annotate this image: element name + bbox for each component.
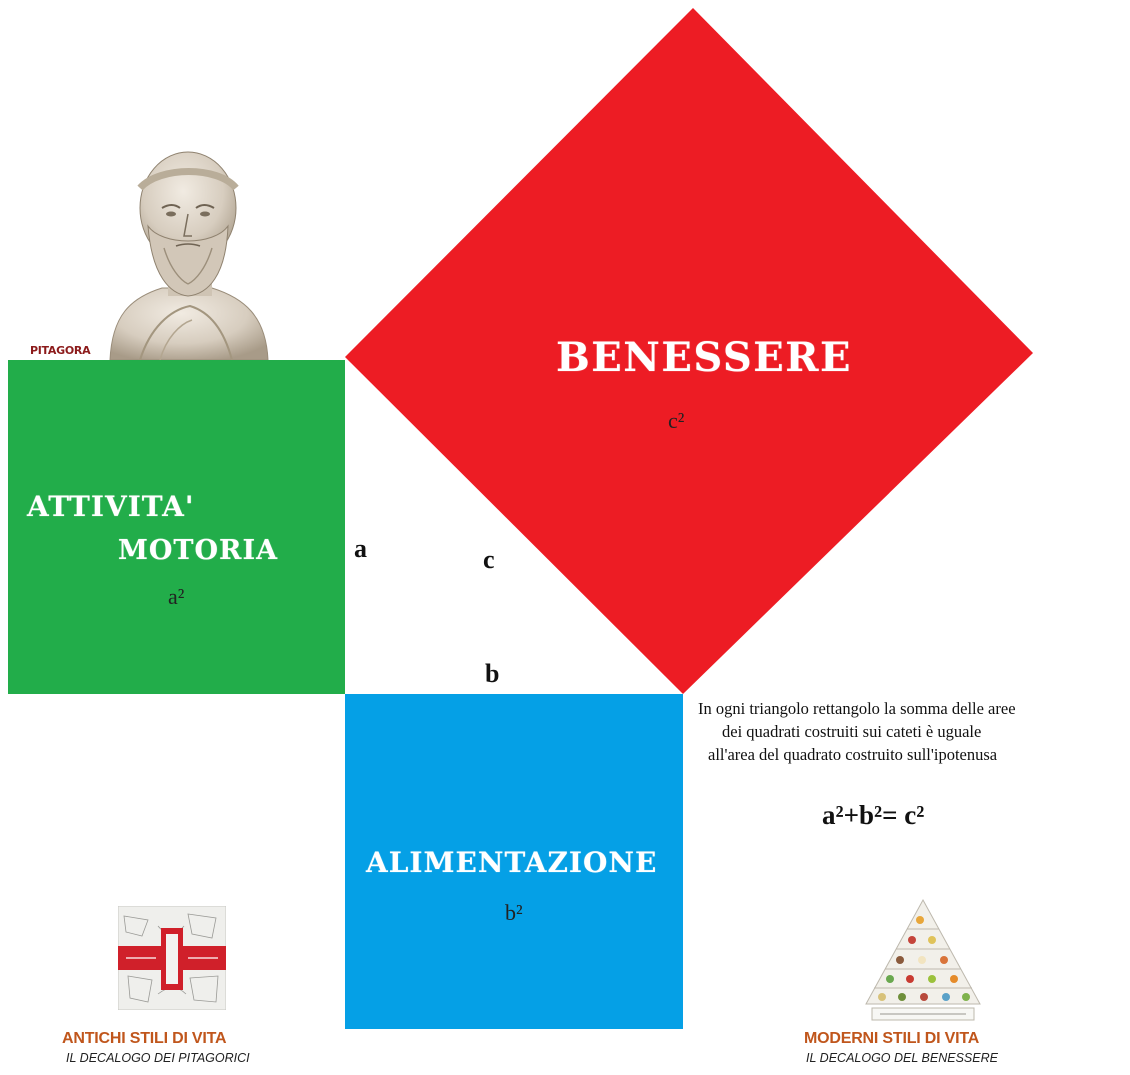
antichi-stili-subtitle: IL DECALOGO DEI PITAGORICI xyxy=(66,1051,250,1065)
moderni-stili-subtitle: IL DECALOGO DEL BENESSERE xyxy=(806,1051,998,1065)
theorem-line: all'area del quadrato costruito sull'ipo… xyxy=(708,745,998,764)
food-pyramid-book-cover xyxy=(862,896,984,1026)
theorem-line: In ogni triangolo rettangolo la somma de… xyxy=(698,699,1016,718)
antichi-stili-book-cover xyxy=(118,906,226,1010)
area-a-squared: a² xyxy=(168,584,185,609)
alimentazione-title: ALIMENTAZIONE xyxy=(366,846,658,879)
attivita-title-line1: ATTIVITA' xyxy=(27,490,195,523)
benessere-title: BENESSERE xyxy=(556,334,852,381)
bust-caption: PITAGORA xyxy=(30,344,91,357)
area-b-squared: b² xyxy=(505,900,523,925)
alimentazione-square xyxy=(345,694,683,1029)
attivita-motoria-square xyxy=(8,360,345,694)
side-c-label: c xyxy=(483,545,495,574)
area-c-squared: c² xyxy=(668,408,685,433)
theorem-text: In ogni triangolo rettangolo la somma de… xyxy=(698,697,1126,766)
side-b-label: b xyxy=(485,659,500,688)
side-a-label: a xyxy=(354,534,367,563)
theorem-line: dei quadrati costruiti sui cateti è ugua… xyxy=(722,722,982,741)
pythagorean-formula: a²+b²= c² xyxy=(822,800,925,830)
moderni-stili-title: MODERNI STILI DI VITA xyxy=(804,1030,980,1047)
attivita-title-line2: MOTORIA xyxy=(118,535,279,566)
antichi-stili-title: ANTICHI STILI DI VITA xyxy=(62,1030,227,1047)
pythagoras-bust-image xyxy=(109,151,269,360)
